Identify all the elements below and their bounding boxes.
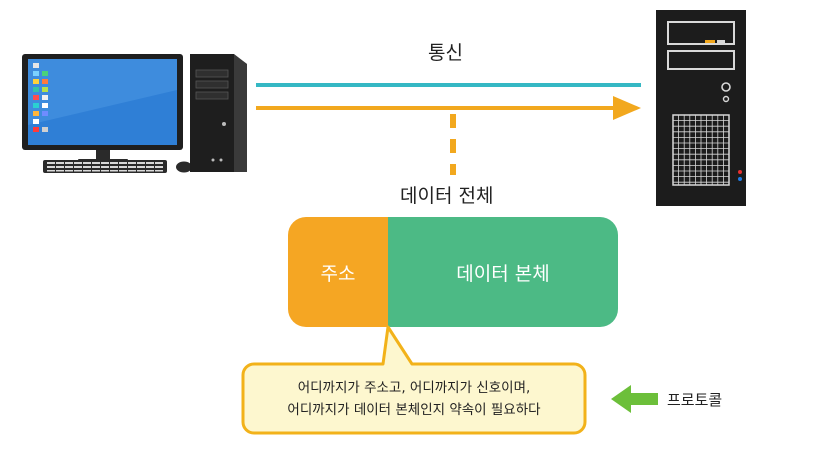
- protocol-arrow-icon: [611, 385, 658, 413]
- address-block: [288, 217, 388, 327]
- packet-diagram: [288, 217, 618, 327]
- desktop-computer-icon: [22, 54, 247, 173]
- communication-line: [256, 83, 641, 87]
- callout-bubble: [241, 325, 587, 435]
- protocol-label: 프로토콜: [667, 391, 723, 409]
- body-label: 데이터 본체: [456, 262, 550, 285]
- body-block: [388, 217, 618, 327]
- callout-line-1: 어디까지가 주소고, 어디까지가 신호이며,: [297, 379, 531, 396]
- address-label: 주소: [320, 262, 356, 285]
- communication-label: 통신: [428, 42, 463, 64]
- mouse-icon: [176, 161, 192, 173]
- data-arrow: [256, 96, 641, 120]
- data-whole-label: 데이터 전체: [400, 185, 494, 207]
- pc-tower-icon: [190, 54, 247, 172]
- keyboard-icon: [43, 160, 167, 173]
- callout-text: 어디까지가 주소고, 어디까지가 신호이며, 어디까지가 데이터 본체인지 약속…: [248, 367, 580, 430]
- callout-line-2: 어디까지가 데이터 본체인지 약속이 필요하다: [287, 401, 541, 418]
- screen-app-icons: [33, 63, 48, 132]
- monitor-stand: [96, 150, 110, 160]
- server-icon: [656, 10, 746, 206]
